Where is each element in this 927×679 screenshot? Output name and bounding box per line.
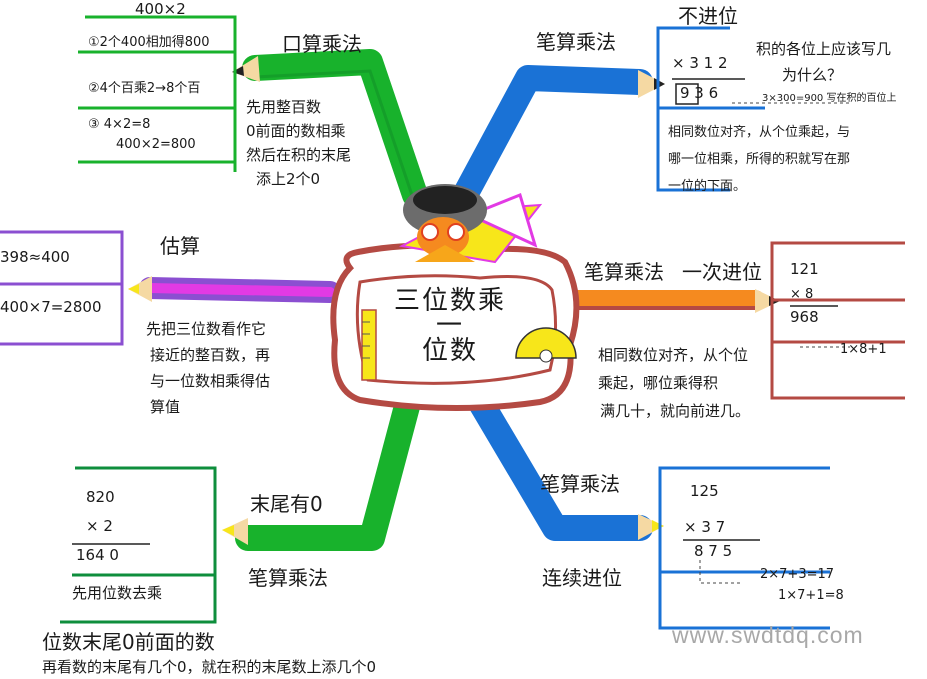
no-carry-box-title: 不进位: [678, 4, 738, 28]
no-carry-note-3: 一位的下面。: [668, 179, 747, 194]
oral-box-line4: 400×2=800: [116, 137, 196, 152]
center-title: 三位数乘 一 位数: [360, 283, 540, 373]
oral-box-header: 400×2: [135, 0, 186, 18]
multi-carry-calc-note-2: 1×7+1=8: [778, 588, 844, 603]
pencil-icon: [222, 518, 248, 545]
estimate-box-line1: 398≈400: [0, 248, 70, 266]
branch-one-carry-sub: 一次进位: [682, 260, 762, 284]
multi-carry-calc-1: 125: [690, 482, 719, 500]
multi-carry-calc-note-1: 2×7+3=17: [760, 567, 835, 582]
center-frame: [330, 242, 580, 411]
oral-note-4: 添上2个0: [256, 170, 321, 188]
zero-end-calc-2: × 2: [86, 517, 113, 535]
watermark: www.swdtdq.com: [672, 622, 864, 648]
branch-estimate-shape: [128, 276, 341, 303]
box-no-carry: [656, 26, 765, 192]
branch-one-carry-title: 笔算乘法: [584, 260, 664, 284]
estimate-note-3: 与一位数相乘得估: [150, 372, 271, 390]
box-oral: [78, 15, 237, 172]
multi-carry-calc-3: 8 7 5: [694, 542, 733, 560]
box-zero-end: [60, 466, 217, 624]
box-estimate: [0, 230, 124, 346]
zero-end-calc-3: 164 0: [76, 546, 119, 564]
no-carry-calc-2: 9 3 6: [680, 84, 719, 102]
estimate-note-4: 算值: [150, 398, 181, 416]
no-carry-calc-note: 3×300=900 写在积的百位上: [762, 93, 897, 104]
oral-box-line2: ②4个百乘2→8个百: [88, 81, 201, 96]
one-carry-calc-3: 968: [790, 308, 819, 326]
one-carry-note-1: 相同数位对齐，从个位: [598, 346, 749, 364]
one-carry-calc-note: 1×8+1: [840, 342, 887, 357]
branch-zero-end-shape: [222, 382, 423, 551]
branch-zero-end-title: 末尾有0: [250, 492, 323, 516]
pencil-icon: [638, 514, 664, 540]
branch-zero-end-sub: 笔算乘法: [248, 566, 328, 590]
branch-estimate-title: 估算: [160, 234, 200, 258]
owl-icon: [398, 184, 543, 264]
branch-no-carry-title: 笔算乘法: [536, 30, 616, 54]
branch-oral-title: 口算乘法: [282, 32, 362, 56]
box-one-carry: [770, 241, 905, 400]
no-carry-note-1: 相同数位对齐，从个位乘起，与: [668, 125, 851, 140]
ruler-icon: [361, 309, 377, 381]
one-carry-note-3: 满几十，就向前进几。: [600, 402, 751, 420]
center-title-line2: 一: [435, 311, 464, 341]
branch-one-carry-shape: [565, 289, 780, 313]
branch-oral-shape: [232, 49, 428, 208]
zero-end-rule: 先用位数去乘: [72, 584, 163, 602]
pencil-icon: [638, 70, 665, 98]
center-title-line3: 位数: [421, 336, 478, 366]
oral-note-3: 然后在积的末尾: [246, 146, 352, 164]
oral-box-line1: ①2个400相加得800: [88, 35, 210, 50]
one-carry-calc-2: × 8: [790, 287, 814, 302]
multi-carry-calc-2: × 3 7: [684, 518, 726, 536]
zero-end-note-1: 位数末尾0前面的数: [42, 630, 215, 654]
pencil-icon: [128, 276, 152, 302]
zero-end-note-2: 再看数的末尾有几个0，就在积的末尾数上添几个0: [42, 658, 377, 676]
estimate-note-1: 先把三位数看作它: [146, 320, 267, 338]
no-carry-question-1: 积的各位上应该写几: [756, 40, 892, 58]
no-carry-calc-1: × 3 1 2: [672, 54, 728, 72]
no-carry-note-2: 哪一位相乘，所得的积就写在那: [668, 152, 851, 167]
protractor-icon: [515, 327, 577, 363]
branch-no-carry-shape: [452, 65, 665, 208]
branch-multi-carry-shape: [465, 385, 664, 541]
zero-end-calc-1: 820: [86, 488, 115, 506]
one-carry-note-2: 乘起，哪位乘得积: [598, 374, 719, 392]
one-carry-calc-1: 121: [790, 260, 819, 278]
oral-note-2: 0前面的数相乘: [246, 122, 346, 140]
estimate-box-line2: 400×7=2800: [0, 298, 102, 316]
branch-multi-carry-title: 笔算乘法: [540, 472, 620, 496]
no-carry-question-2: 为什么？: [782, 66, 843, 84]
pencil-icon: [755, 289, 780, 313]
branch-multi-carry-sub: 连续进位: [542, 566, 622, 590]
oral-note-1: 先用整百数: [246, 98, 322, 116]
center-title-line1: 三位数乘: [393, 286, 506, 316]
box-multi-carry: [658, 466, 830, 630]
estimate-note-2: 接近的整百数，再: [150, 346, 271, 364]
oral-box-line3: ③ 4×2=8: [88, 117, 151, 132]
pencil-icon: [232, 56, 260, 82]
